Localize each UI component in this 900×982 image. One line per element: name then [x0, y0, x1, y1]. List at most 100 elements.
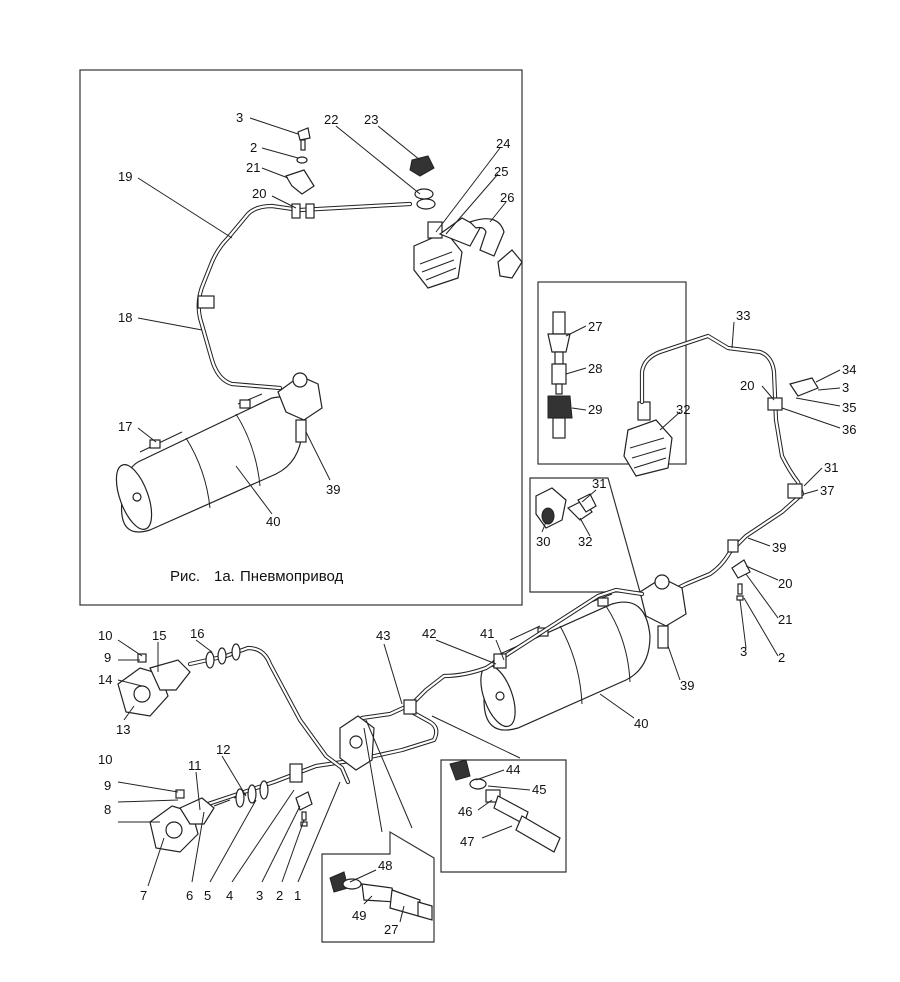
callout-21: 21 [778, 612, 792, 627]
callout-23: 23 [364, 112, 378, 127]
leaders-inset [137, 117, 507, 515]
callout-2: 2 [250, 140, 257, 155]
pressure-regulator-inset [277, 372, 323, 443]
callout-35: 35 [842, 400, 856, 415]
callout-10: 10 [98, 628, 112, 643]
caption-number: 1а. [214, 568, 235, 585]
callout-5: 5 [204, 888, 211, 903]
callout-14: 14 [98, 672, 112, 687]
caption-prefix: Рис. [170, 568, 200, 585]
labels-inset: 3 2 21 20 19 18 17 22 23 24 25 26 39 40 … [118, 110, 514, 585]
callout-25: 25 [494, 164, 508, 179]
air-tank-inset [115, 393, 304, 533]
callout-40: 40 [266, 514, 280, 529]
callout-24: 24 [496, 136, 510, 151]
callout-16: 16 [190, 626, 204, 641]
callout-8: 8 [104, 802, 111, 817]
callout-3: 3 [256, 888, 263, 903]
air-tank-main [480, 593, 651, 731]
callout-3: 3 [236, 110, 243, 125]
pipe-33-upper-right [639, 333, 819, 593]
inset-frame-fitting-detail-b [321, 830, 435, 943]
small-parts-right [731, 559, 751, 601]
callout-1: 1 [294, 888, 301, 903]
callout-27: 27 [384, 922, 398, 937]
callout-32: 32 [578, 534, 592, 549]
callout-2: 2 [276, 888, 283, 903]
labels-valve-detail: 27 28 29 [588, 319, 602, 417]
labels-upper-right: 32 33 34 3 20 35 36 31 37 39 20 21 3 2 [676, 308, 856, 665]
callout-39: 39 [326, 482, 340, 497]
pipe-18-19-inset [196, 201, 413, 391]
callout-27: 27 [588, 319, 602, 334]
callout-3: 3 [842, 380, 849, 395]
callout-12: 12 [216, 742, 230, 757]
callout-45: 45 [532, 782, 546, 797]
callout-13: 13 [116, 722, 130, 737]
callout-43: 43 [376, 628, 390, 643]
callout-20: 20 [740, 378, 754, 393]
callout-18: 18 [118, 310, 132, 325]
inset-frame-valve-detail [537, 281, 687, 465]
callout-31: 31 [824, 460, 838, 475]
pipe-42-43-main [205, 587, 645, 807]
callout-41: 41 [480, 626, 494, 641]
callout-21: 21 [246, 160, 260, 175]
callout-33: 33 [736, 308, 750, 323]
caption-title: Пневмопривод [240, 568, 344, 585]
callout-34: 34 [842, 362, 856, 377]
callout-9: 9 [104, 778, 111, 793]
callout-11: 11 [188, 758, 202, 773]
inset-frame-fitting-detail-a [440, 759, 567, 873]
pipe-16-main [187, 643, 351, 785]
callout-26: 26 [500, 190, 514, 205]
callout-39: 39 [680, 678, 694, 693]
callout-42: 42 [422, 626, 436, 641]
valve-detail-parts [547, 311, 587, 439]
brake-valve-upper-right [623, 401, 681, 477]
callout-47: 47 [460, 834, 474, 849]
callout-10: 10 [98, 752, 112, 767]
callout-9: 9 [104, 650, 111, 665]
tee-junction-main [339, 715, 375, 771]
pressure-regulator-main [639, 574, 687, 649]
callout-37: 37 [820, 483, 834, 498]
callout-49: 49 [352, 908, 366, 923]
callout-32: 32 [676, 402, 690, 417]
fitting-detail-a-parts [449, 759, 561, 853]
labels-main: 10 9 15 16 14 13 10 9 11 12 8 7 6 5 4 3 … [98, 626, 694, 937]
inset-frame-fig-1a [79, 69, 523, 606]
leaders-main [117, 639, 681, 887]
callout-36: 36 [842, 422, 856, 437]
callout-22: 22 [324, 112, 338, 127]
callout-20: 20 [778, 576, 792, 591]
callout-29: 29 [588, 402, 602, 417]
callout-3: 3 [740, 644, 747, 659]
coupling-head-upper [117, 653, 191, 717]
callout-31: 31 [592, 476, 606, 491]
callout-7: 7 [140, 888, 147, 903]
small-parts-inset [285, 127, 436, 210]
callout-44: 44 [506, 762, 520, 777]
small-parts-lower [295, 791, 313, 827]
callout-2: 2 [778, 650, 785, 665]
connector-detail-parts [535, 487, 597, 537]
callout-46: 46 [458, 804, 472, 819]
callout-30: 30 [536, 534, 550, 549]
callout-40: 40 [634, 716, 648, 731]
coupling-head-lower [149, 780, 269, 853]
callout-48: 48 [378, 858, 392, 873]
callout-28: 28 [588, 361, 602, 376]
labels-connector-detail: 31 30 32 [536, 476, 606, 549]
leaders-upper-right [731, 321, 841, 657]
callout-6: 6 [186, 888, 193, 903]
callout-17: 17 [118, 419, 132, 434]
callout-15: 15 [152, 628, 166, 643]
fitting-detail-b-parts [329, 869, 433, 923]
callout-19: 19 [118, 169, 132, 184]
callout-39: 39 [772, 540, 786, 555]
callout-20: 20 [252, 186, 266, 201]
callout-4: 4 [226, 888, 233, 903]
